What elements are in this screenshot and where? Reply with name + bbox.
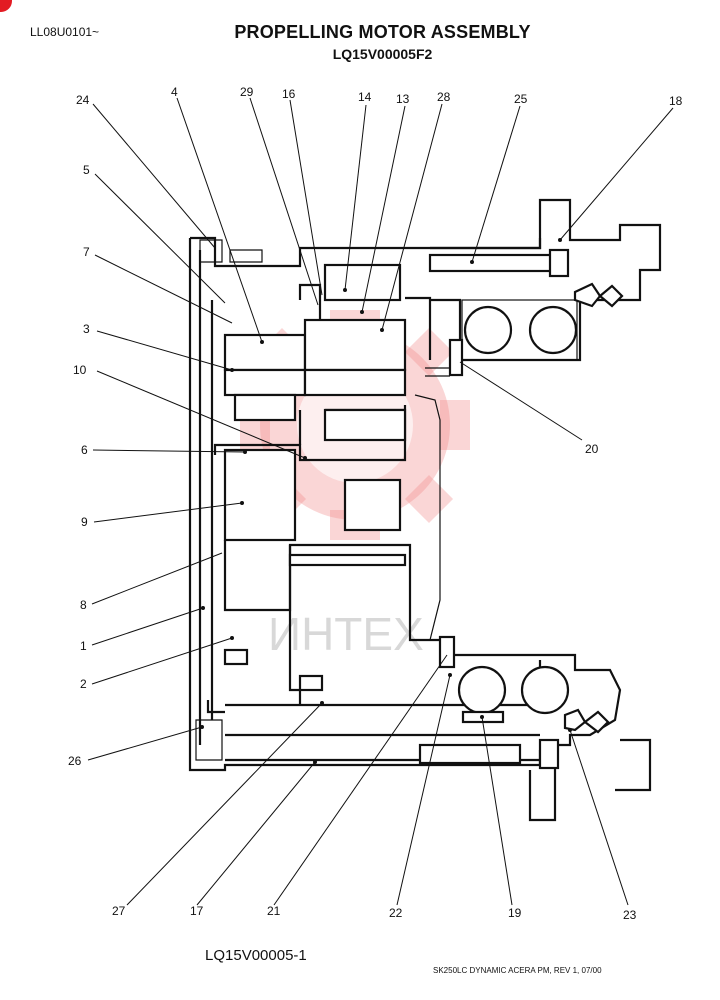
page-code: LL08U0101~ <box>30 25 100 39</box>
callout-23: 23 <box>623 908 637 922</box>
callout-14: 14 <box>358 90 372 104</box>
callout-8: 8 <box>80 598 87 612</box>
callout-21: 21 <box>267 904 281 918</box>
watermark-text: ИНТЕХ <box>268 608 424 660</box>
footer-note: SK250LC DYNAMIC ACERA PM, REV 1, 07/00 <box>433 966 602 975</box>
callout-2: 2 <box>80 677 87 691</box>
callout-28: 28 <box>437 90 451 104</box>
callout-6: 6 <box>81 443 88 457</box>
callout-25: 25 <box>514 92 528 106</box>
drawing-number: LQ15V00005-1 <box>205 947 307 964</box>
callout-7: 7 <box>83 245 90 259</box>
callout-9: 9 <box>81 515 88 529</box>
callout-19: 19 <box>508 906 522 920</box>
internal-components <box>213 249 440 705</box>
callout-26: 26 <box>68 754 82 768</box>
page-title: PROPELLING MOTOR ASSEMBLY <box>234 22 531 42</box>
callout-13: 13 <box>396 92 410 106</box>
leader-lines <box>87 97 674 906</box>
callout-27: 27 <box>112 904 126 918</box>
callout-3: 3 <box>83 322 90 336</box>
callout-20: 20 <box>585 442 599 456</box>
callout-18: 18 <box>669 94 683 108</box>
callout-24: 24 <box>76 93 90 107</box>
callout-16: 16 <box>282 87 296 101</box>
callout-17: 17 <box>190 904 204 918</box>
callout-4: 4 <box>171 85 178 99</box>
callout-22: 22 <box>389 906 403 920</box>
upper-valve-block <box>425 198 662 377</box>
lower-valve-block <box>414 394 652 822</box>
callout-29: 29 <box>240 85 254 99</box>
callout-labels: 24 4 29 16 14 13 28 25 18 5 7 3 10 6 9 8… <box>68 85 683 922</box>
leader-dots <box>200 238 572 764</box>
part-number: LQ15V00005F2 <box>332 46 433 62</box>
callout-10: 10 <box>73 363 87 377</box>
callout-1: 1 <box>80 639 87 653</box>
callout-5: 5 <box>83 163 90 177</box>
